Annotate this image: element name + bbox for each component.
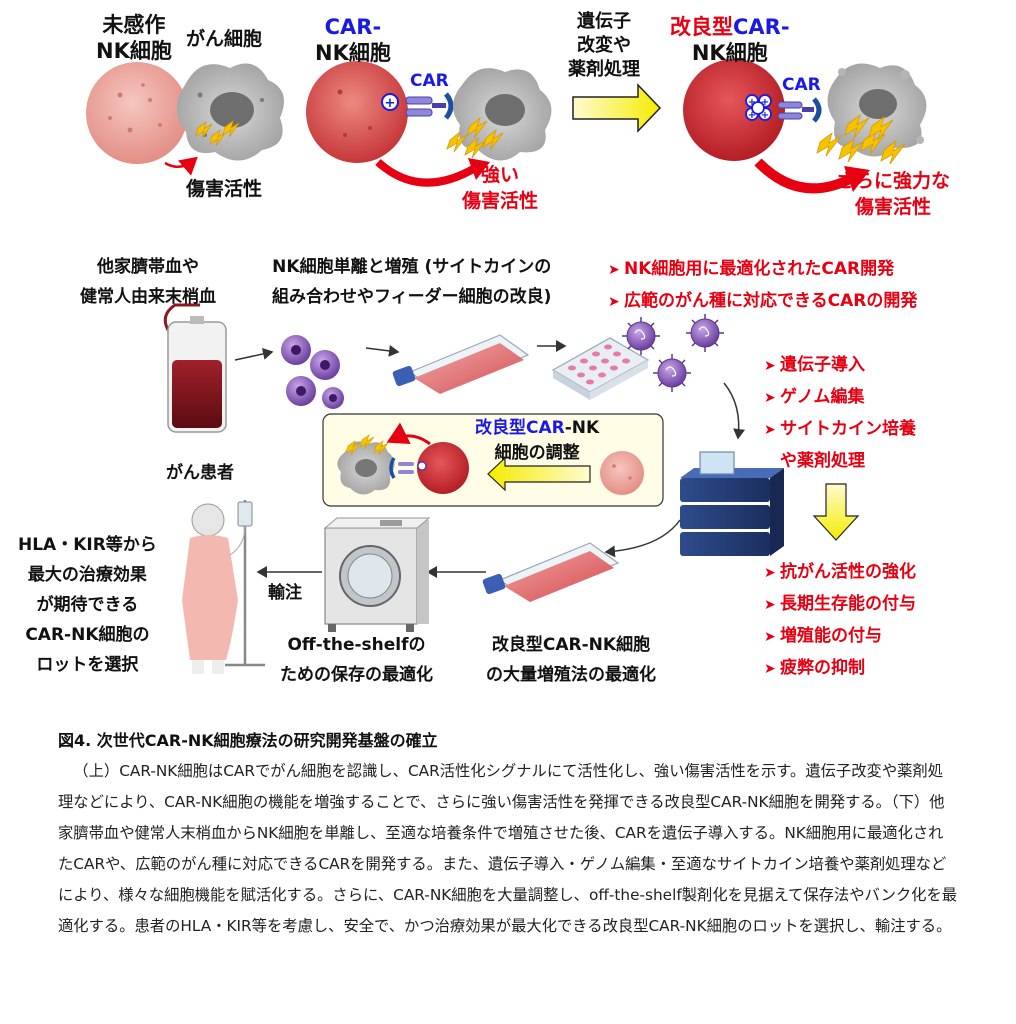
- arrow-strong: [375, 158, 478, 187]
- blood-bag: [163, 303, 227, 433]
- label-cytotox: 傷害活性: [186, 178, 263, 200]
- label-expand: 改良型CAR-NK細胞 の大量増殖法の最適化: [486, 635, 656, 685]
- lightning-large: [816, 113, 906, 165]
- car-receptor-1: [405, 92, 454, 120]
- cancer-cell-3: [827, 63, 927, 157]
- improved-car-nk-cell: + + + +: [683, 59, 785, 161]
- prep-box-nk: [600, 451, 644, 495]
- label-car-2: CAR: [782, 75, 821, 95]
- label-storage: Off-the-shelfの ための保存の最適化: [280, 635, 433, 685]
- car-nk-cell: +: [306, 61, 408, 163]
- arrow-stronger-head: [844, 166, 870, 192]
- label-cancer-cell: がん細胞: [186, 28, 263, 50]
- label-improved-car-nk: 改良型CAR- NK細胞: [670, 15, 790, 65]
- viral-vectors: [622, 314, 724, 392]
- label-prep-box: 改良型CAR-NK 細胞の調整: [475, 418, 600, 463]
- arrow-down-yellow: [812, 483, 860, 541]
- label-stronger-cytotox: さらに強力な 傷害活性: [836, 170, 951, 218]
- label-naive-nk: 未感作 NK細胞: [96, 13, 172, 63]
- svg-text:+: +: [748, 97, 756, 108]
- svg-text:+: +: [748, 110, 756, 121]
- label-infuse: 輸注: [268, 583, 302, 603]
- arrow-4: [723, 382, 746, 440]
- prep-box-red-arrow: [386, 422, 431, 446]
- label-car-nk: CAR- NK細胞: [315, 15, 391, 65]
- svg-text:+: +: [761, 97, 769, 108]
- culture-flask-1: [392, 334, 530, 394]
- prep-box-car: [389, 457, 414, 479]
- label-modify: 遺伝子 改変や 薬剤処理: [568, 11, 640, 80]
- arrow-stronger: [754, 158, 855, 194]
- lightning-small: [195, 119, 240, 147]
- effect-list: ➤抗がん活性の強化 ➤長期生存能の付与 ➤増殖能の付与 ➤疲弊の抑制: [764, 562, 916, 678]
- freezer: [323, 517, 431, 632]
- mod-list: ➤遺伝子導入 ➤ゲノム編集 ➤サイトカイン培養 や薬剤処理: [764, 355, 916, 471]
- prep-box-improved-nk: [417, 442, 469, 494]
- label-isolate: NK細胞単離と増殖 (サイトカインの 組み合わせやフィーダー細胞の改良): [272, 257, 552, 307]
- arrow-weak: [164, 156, 198, 176]
- car-receptor-2: [777, 97, 822, 123]
- figure-caption: 図4. 次世代CAR-NK細胞療法の研究開発基盤の確立 （上）CAR-NK細胞は…: [58, 728, 958, 942]
- culture-flask-2: [482, 542, 620, 602]
- svg-text:+: +: [761, 110, 769, 121]
- nk-cells-isolated: [281, 335, 344, 409]
- label-strong-cytotox: 強い 傷害活性: [462, 164, 539, 212]
- well-plate: [551, 337, 650, 400]
- caption-title: 図4. 次世代CAR-NK細胞療法の研究開発基盤の確立: [58, 731, 438, 750]
- diagram-graphics: + + + + +: [86, 59, 927, 674]
- nk-cell-naive: [86, 62, 188, 164]
- patient-figure: [182, 500, 265, 674]
- label-patient: がん患者: [166, 463, 234, 483]
- arrow-strong-head: [468, 158, 490, 180]
- label-select: HLA・KIR等から 最大の治療効果 が期待できる CAR-NK細胞の ロットを…: [18, 535, 157, 675]
- arrow-5: [604, 519, 681, 558]
- prep-box-yellow-arrow: [487, 456, 591, 492]
- prep-box-lightning: [345, 434, 389, 456]
- arrow-modify: [572, 83, 662, 133]
- lightning-medium: [446, 116, 504, 159]
- cancer-cell-2: [452, 68, 552, 161]
- cancer-cell: [176, 63, 284, 161]
- arrow-1: [234, 348, 274, 361]
- bioreactor: [680, 451, 784, 556]
- svg-text:+: +: [385, 96, 396, 111]
- arrow-2: [365, 344, 400, 357]
- dev-list: ➤NK細胞用に最適化されたCAR開発 ➤広範のがん種に対応できるCARの開発: [608, 259, 918, 311]
- caption-body: （上）CAR-NK細胞はCARでがん細胞を認識し、CAR活性化シグナルにて活性化…: [58, 762, 958, 935]
- label-source: 他家臍帯血や 健常人由来末梢血: [80, 257, 216, 307]
- label-car-1: CAR: [410, 71, 449, 91]
